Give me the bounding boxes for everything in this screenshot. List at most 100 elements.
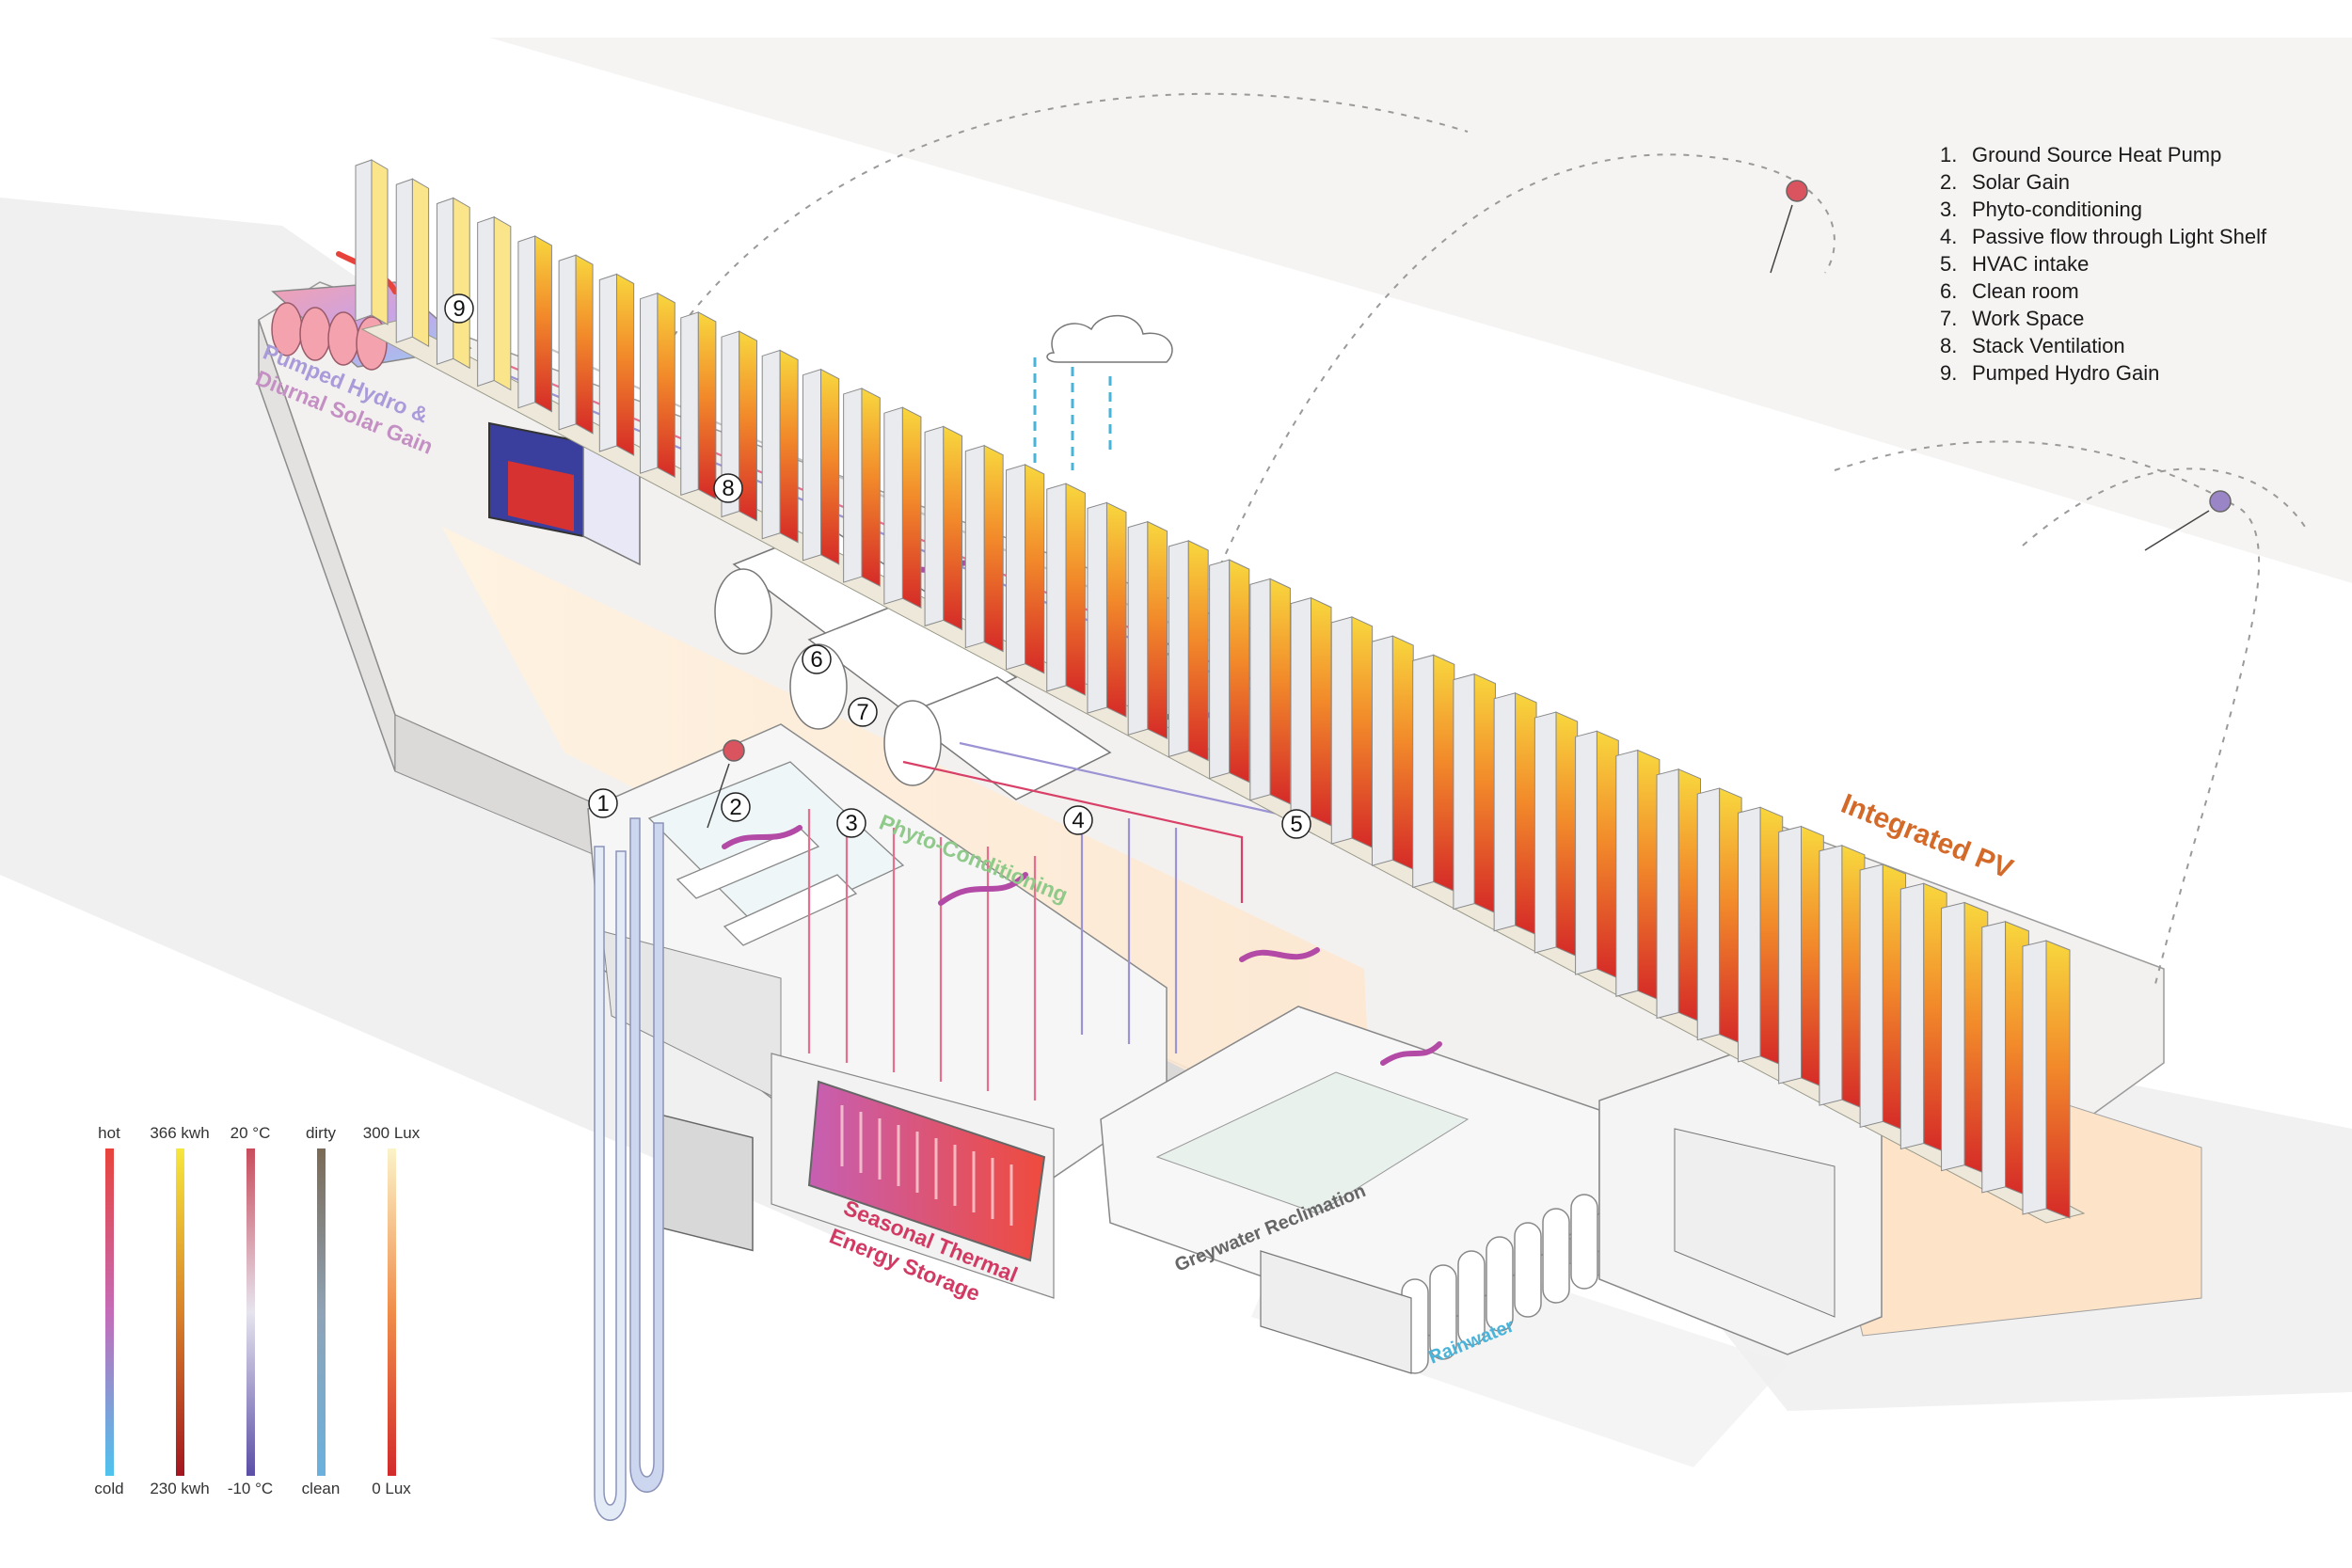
pv-fin-side — [844, 388, 862, 582]
legend-item: 7.Work Space — [1940, 305, 2266, 332]
pv-fin-side — [1007, 465, 1025, 670]
pv-panel — [1597, 731, 1618, 978]
pv-fin-side — [884, 407, 903, 604]
pv-fin-side — [1860, 864, 1883, 1127]
marker-2: 2 — [722, 793, 750, 821]
pv-fin-side — [1657, 769, 1678, 1019]
svg-text:4: 4 — [1072, 808, 1084, 833]
scale-bar — [317, 1148, 326, 1476]
pv-fin-side — [1413, 655, 1434, 887]
pv-fin-side — [356, 160, 372, 321]
pv-fin-side — [1088, 502, 1107, 713]
legend-item: 9.Pumped Hydro Gain — [1940, 359, 2266, 387]
pv-panel — [821, 370, 839, 564]
legend-item: 4.Passive flow through Light Shelf — [1940, 223, 2266, 250]
pv-fin-side — [1820, 846, 1842, 1105]
marker-3: 3 — [837, 809, 866, 837]
scale-bar — [388, 1148, 396, 1476]
scale-bar — [246, 1148, 255, 1476]
pv-fin-side — [1168, 541, 1188, 757]
pv-panel — [616, 274, 633, 455]
pv-fin-side — [1982, 922, 2006, 1193]
pv-fin-side — [1616, 751, 1638, 997]
legend-item: 8.Stack Ventilation — [1940, 332, 2266, 359]
pv-fin-side — [965, 446, 984, 648]
svg-text:1: 1 — [596, 791, 609, 816]
marker-4: 4 — [1064, 806, 1092, 834]
pv-fin-side — [641, 293, 658, 473]
pv-fin-side — [1331, 617, 1352, 844]
pv-panel — [780, 350, 798, 542]
scale-lux: 300 Lux 0 Lux — [335, 1124, 448, 1500]
scale-bar — [176, 1148, 184, 1476]
pv-panel — [372, 160, 388, 325]
pv-panel — [984, 446, 1003, 652]
pv-panel — [1188, 541, 1208, 761]
pv-panel — [1474, 674, 1495, 913]
pv-fin-side — [1942, 903, 1965, 1171]
pv-fin-side — [1534, 712, 1556, 953]
legend-item: 2.Solar Gain — [1940, 168, 2266, 196]
pv-fin-side — [437, 198, 453, 364]
pv-panel — [535, 236, 552, 412]
pv-panel — [1352, 617, 1373, 847]
pv-fin-side — [1738, 807, 1760, 1062]
legend-item: 5.HVAC intake — [1940, 250, 2266, 277]
marker-7: 7 — [849, 698, 877, 726]
pv-panel — [1516, 693, 1536, 935]
pv-panel — [658, 293, 675, 477]
svg-text:6: 6 — [810, 647, 822, 673]
numbered-legend: 1.Ground Source Heat Pump 2.Solar Gain 3… — [1940, 141, 2266, 387]
pv-fin-side — [1210, 560, 1230, 778]
svg-text:2: 2 — [729, 795, 741, 820]
pv-panel — [698, 312, 716, 499]
legend-item: 3.Phyto-conditioning — [1940, 196, 2266, 223]
pv-panel — [1066, 483, 1085, 695]
pv-panel — [2046, 941, 2070, 1218]
pv-panel — [1148, 522, 1168, 739]
marker-5: 5 — [1282, 810, 1311, 838]
legend-item: 1.Ground Source Heat Pump — [1940, 141, 2266, 168]
pv-panel — [576, 255, 593, 434]
pv-fin-side — [1576, 731, 1597, 974]
pv-fin-side — [1250, 578, 1270, 800]
pv-panel — [1025, 465, 1044, 673]
rain-arrows — [1035, 357, 1110, 489]
pv-fin-side — [803, 370, 820, 561]
pv-fin-side — [396, 179, 412, 342]
pv-panel — [902, 407, 921, 608]
pv-fin-side — [1454, 674, 1474, 910]
svg-text:5: 5 — [1290, 812, 1302, 837]
pv-fin-side — [478, 217, 495, 387]
pv-panel — [1434, 655, 1454, 891]
pv-fin-side — [925, 426, 944, 626]
pv-fin-side — [762, 350, 780, 538]
pv-panel — [1106, 502, 1126, 717]
pv-panel — [1392, 636, 1413, 869]
pv-fin-side — [1779, 827, 1802, 1084]
pv-panel — [412, 179, 428, 346]
pv-panel — [1230, 560, 1249, 782]
pv-fin-side — [599, 274, 616, 451]
scale-bar — [105, 1148, 114, 1476]
sun-summer-icon — [1787, 181, 1807, 201]
pv-fin-side — [681, 312, 699, 495]
svg-text:3: 3 — [845, 811, 857, 836]
pv-panel — [453, 198, 469, 368]
svg-text:7: 7 — [856, 700, 868, 725]
pv-fin-side — [2023, 941, 2046, 1214]
pv-fin-side — [1900, 883, 1923, 1148]
pv-fin-side — [1697, 788, 1719, 1040]
pv-fin-side — [518, 236, 535, 408]
sun-winter-icon — [2210, 491, 2231, 512]
scale-bottom-label: 0 Lux — [335, 1480, 448, 1498]
cloud-icon — [1047, 316, 1172, 362]
pv-panel — [1638, 751, 1660, 1001]
marker-9: 9 — [445, 294, 473, 323]
pv-panel — [944, 426, 962, 629]
pv-fin-side — [1372, 636, 1392, 865]
pv-panel — [1270, 578, 1290, 803]
svg-text:8: 8 — [722, 476, 734, 501]
pv-fin-side — [1494, 693, 1515, 931]
legend-item: 6.Clean room — [1940, 277, 2266, 305]
